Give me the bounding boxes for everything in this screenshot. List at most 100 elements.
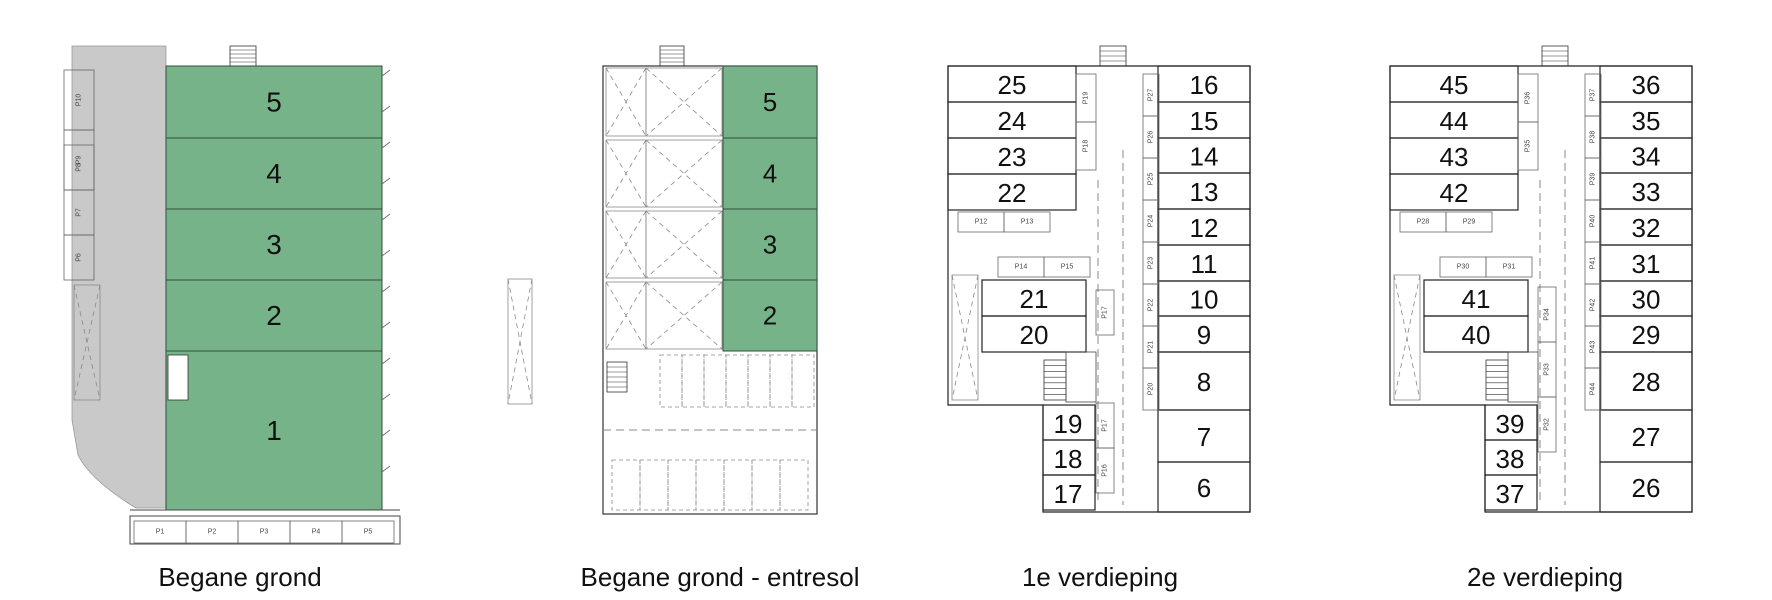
parking-bay: [659, 354, 683, 408]
parking-space-label: P19: [1083, 92, 1090, 105]
apartment-number: 26: [1632, 473, 1661, 503]
door-tick: [381, 465, 391, 473]
side-space-box: [63, 234, 95, 281]
apartment-number: 17: [1054, 479, 1083, 509]
apartment-number: 39: [1496, 409, 1525, 439]
void-box: [73, 284, 101, 401]
parking-space-label: P14: [1015, 264, 1028, 271]
door-tick: [381, 357, 391, 365]
parking-space-label: P42: [1590, 299, 1597, 312]
unit-number: 4: [266, 158, 282, 189]
void-diagonal: [645, 139, 723, 208]
void-diagonal: [645, 210, 723, 279]
apartment-number: 32: [1632, 213, 1661, 243]
paving-area: [71, 45, 167, 509]
parking-space-label: P25: [1148, 173, 1155, 186]
parking-bay: [703, 354, 727, 408]
parking-space-label: P17: [1102, 306, 1109, 319]
void-diagonal: [605, 139, 647, 208]
parking-space-label: P16: [1102, 464, 1109, 477]
parking-space-label: P39: [1590, 173, 1597, 186]
door-tick: [381, 213, 391, 221]
apartment-number: 24: [998, 106, 1027, 136]
apartment-number: 12: [1190, 213, 1219, 243]
parking-space-label: P5: [364, 529, 373, 536]
parking-space-label: P44: [1590, 383, 1597, 396]
parking-space-label: P17: [1102, 419, 1109, 432]
apartment-number: 45: [1440, 70, 1469, 100]
parking-space-box: [1584, 367, 1602, 411]
apartment-number: 14: [1190, 142, 1219, 172]
apartment-number: 37: [1496, 479, 1525, 509]
void-diagonal: [73, 284, 101, 401]
void-diagonal: [645, 210, 723, 279]
parking-space-label: P23: [1148, 257, 1155, 270]
apartment-number: 28: [1632, 367, 1661, 397]
void-diagonal: [645, 139, 723, 208]
parking-space-label: P35: [1525, 140, 1532, 153]
parking-bay: [695, 459, 725, 511]
void-box: [951, 274, 979, 401]
parking-bay: [747, 354, 771, 408]
unit-number: 3: [266, 229, 282, 260]
parking-space-label: P36: [1525, 92, 1532, 105]
apartment-number: 41: [1462, 284, 1491, 314]
void-diagonal: [605, 210, 647, 279]
side-space-label: P10: [76, 94, 83, 107]
plan-2e-verdieping: 3635343332313029282726454443424140393837…: [1389, 45, 1693, 513]
unit-number: 1: [266, 415, 282, 446]
parking-space-label: P12: [975, 219, 988, 226]
side-space-label: P8: [76, 163, 83, 172]
parking-space-label: P30: [1457, 264, 1470, 271]
unit-number: 5: [763, 87, 777, 117]
apartment-number: 25: [998, 70, 1027, 100]
door-tick: [381, 321, 391, 329]
parking-bay: [639, 459, 669, 511]
unit-number: 4: [763, 159, 777, 189]
apartment-number: 8: [1197, 367, 1211, 397]
apartment-number: 33: [1632, 177, 1661, 207]
void-box: [645, 67, 723, 137]
parking-space-box: [1517, 121, 1539, 171]
unit-block: [722, 65, 818, 139]
unit-block: [165, 350, 383, 511]
void-diagonal: [645, 67, 723, 137]
apartment-number: 21: [1020, 284, 1049, 314]
void-box: [507, 278, 533, 405]
apartment-number: 15: [1190, 106, 1219, 136]
apartment-number: 23: [998, 142, 1027, 172]
void-box: [645, 210, 723, 279]
building-outline: [1389, 65, 1693, 513]
void-diagonal: [507, 278, 533, 405]
parking-space-label: P4: [312, 529, 321, 536]
void-diagonal: [951, 274, 979, 401]
parking-space-label: P2: [208, 529, 217, 536]
parking-space-label: P24: [1148, 215, 1155, 228]
unit-block: [165, 137, 383, 210]
parking-space-label: P32: [1544, 418, 1551, 431]
parking-bay: [611, 459, 641, 511]
unit-number: 2: [266, 300, 282, 331]
caption-1e-verdieping: 1e verdieping: [1021, 562, 1179, 592]
parking-bay: [723, 459, 753, 511]
parking-space-box: [1043, 256, 1091, 278]
parking-space-box: [1142, 367, 1160, 411]
parking-space-label: P27: [1148, 89, 1155, 102]
parking-space-label: P13: [1021, 219, 1034, 226]
side-space-label: P9: [76, 156, 83, 165]
stair-icon: [659, 45, 685, 67]
apartment-number: 18: [1054, 444, 1083, 474]
apartment-number: 22: [998, 178, 1027, 208]
void-box: [645, 139, 723, 208]
parking-space-label: P22: [1148, 299, 1155, 312]
unit-number: 3: [763, 230, 777, 260]
parking-space-label: P40: [1590, 215, 1597, 228]
parking-space-box: [1095, 289, 1115, 336]
parking-bay: [791, 354, 815, 408]
parking-bay: [681, 354, 705, 408]
apartment-number: 27: [1632, 422, 1661, 452]
parking-space-label: P33: [1544, 363, 1551, 376]
